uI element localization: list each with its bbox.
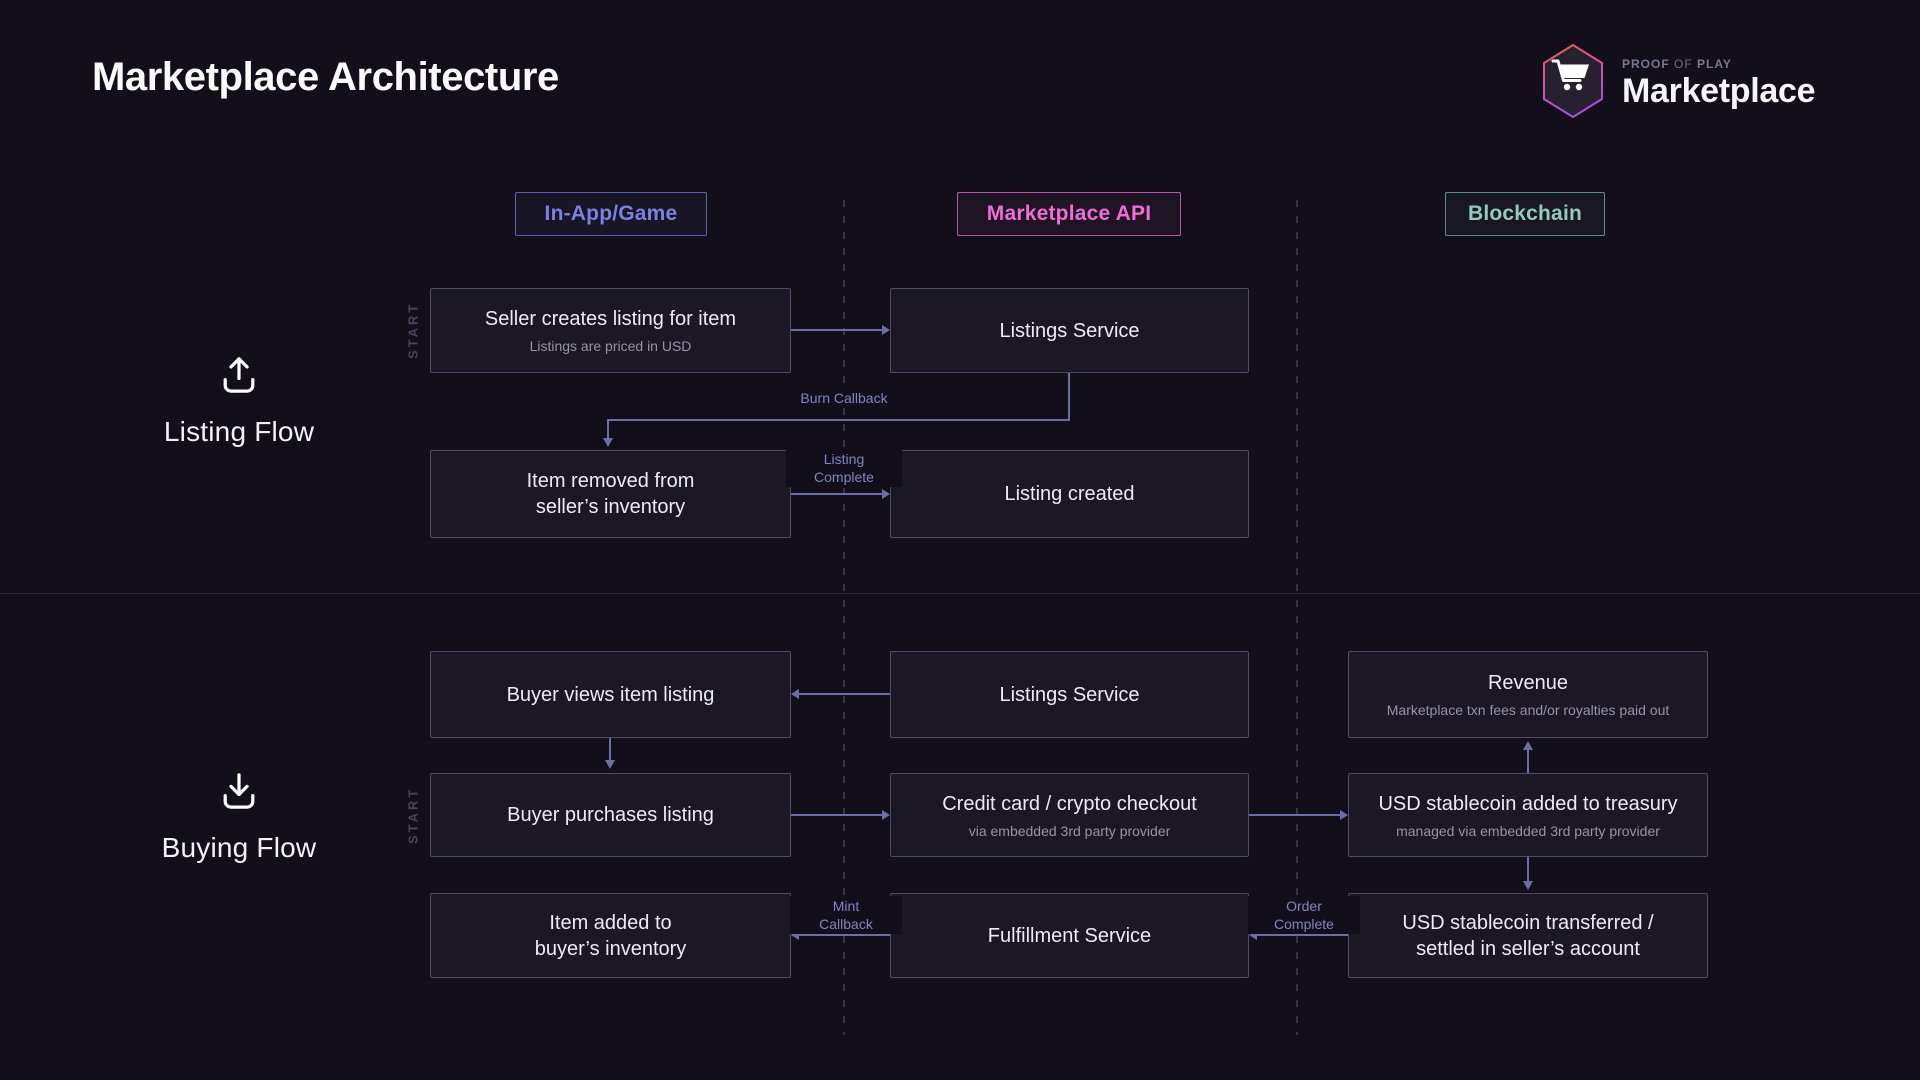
mint-callback-label: Mint Callback: [790, 896, 902, 934]
page-title: Marketplace Architecture: [92, 55, 559, 99]
listing-complete-label: Listing Complete: [786, 449, 902, 487]
listing-flow-title: Listing Flow: [163, 416, 315, 447]
node-title: Buyer purchases listing: [507, 804, 714, 826]
buying-flow-label: Buying Flow: [129, 768, 349, 864]
order-complete-label: Order Complete: [1248, 896, 1360, 934]
node-treasury: USD stablecoin added to treasury managed…: [1348, 773, 1708, 857]
proof-of-play-logo: PROOF OF PLAY Marketplace: [1540, 42, 1816, 120]
node-buyer-purchases: Buyer purchases listing: [430, 773, 791, 857]
node-revenue: Revenue Marketplace txn fees and/or roya…: [1348, 651, 1708, 738]
column-divider-dashed-2: [1296, 200, 1298, 1035]
column-divider-dashed-1: [843, 200, 845, 1035]
node-title: USD stablecoin transferred / settled in …: [1402, 911, 1654, 960]
node-buyer-views-listing: Buyer views item listing: [430, 651, 791, 738]
node-title: Credit card / crypto checkout: [942, 792, 1197, 815]
node-seller-creates-listing: Seller creates listing for item Listings…: [430, 288, 791, 373]
node-title: Item added to buyer’s inventory: [534, 911, 687, 960]
listing-start-label: START: [405, 301, 421, 360]
node-listing-created: Listing created: [890, 450, 1249, 538]
section-divider: [0, 593, 1920, 594]
burn-callback-label: Burn Callback: [758, 388, 930, 408]
buying-flow-title: Buying Flow: [161, 832, 317, 863]
node-item-added: Item added to buyer’s inventory: [430, 893, 791, 978]
listing-flow-label: Listing Flow: [129, 352, 349, 448]
node-listings-service-buying: Listings Service: [890, 651, 1249, 738]
upload-icon: [223, 357, 255, 393]
shopping-cart-icon: [1551, 59, 1589, 91]
node-checkout: Credit card / crypto checkout via embedd…: [890, 773, 1249, 857]
logo-product-name: Marketplace: [1622, 72, 1816, 110]
node-stablecoin-transferred: USD stablecoin transferred / settled in …: [1348, 893, 1708, 978]
logo-brand-line: PROOF OF PLAY: [1622, 57, 1732, 71]
node-title: Listings Service: [999, 683, 1140, 706]
node-subtitle: Listings are priced in USD: [529, 338, 692, 354]
node-title: Fulfillment Service: [987, 924, 1152, 947]
column-header-marketplace-api: Marketplace API: [957, 192, 1181, 236]
node-subtitle: via embedded 3rd party provider: [968, 822, 1171, 839]
node-title: USD stablecoin added to treasury: [1378, 792, 1678, 815]
node-fulfillment-service: Fulfillment Service: [890, 893, 1249, 978]
buying-start-label: START: [405, 786, 421, 844]
node-item-removed: Item removed from seller’s inventory: [430, 450, 791, 538]
node-subtitle: Marketplace txn fees and/or royalties pa…: [1386, 702, 1670, 718]
node-subtitle: managed via embedded 3rd party provider: [1396, 822, 1660, 839]
column-header-blockchain: Blockchain: [1445, 192, 1605, 236]
download-icon: [223, 773, 255, 809]
node-title: Item removed from seller’s inventory: [526, 470, 695, 518]
node-title: Revenue: [1487, 672, 1569, 694]
column-header-in-app-game: In-App/Game: [515, 192, 707, 236]
node-title: Listing created: [1004, 483, 1135, 505]
node-title: Buyer views item listing: [506, 683, 715, 706]
node-title: Seller creates listing for item: [484, 308, 737, 330]
logo-text: PROOF OF PLAY Marketplace: [1622, 51, 1816, 111]
node-title: Listings Service: [999, 319, 1140, 342]
cart-hexagon-icon: [1543, 44, 1603, 118]
node-listings-service-listing: Listings Service: [890, 288, 1249, 373]
